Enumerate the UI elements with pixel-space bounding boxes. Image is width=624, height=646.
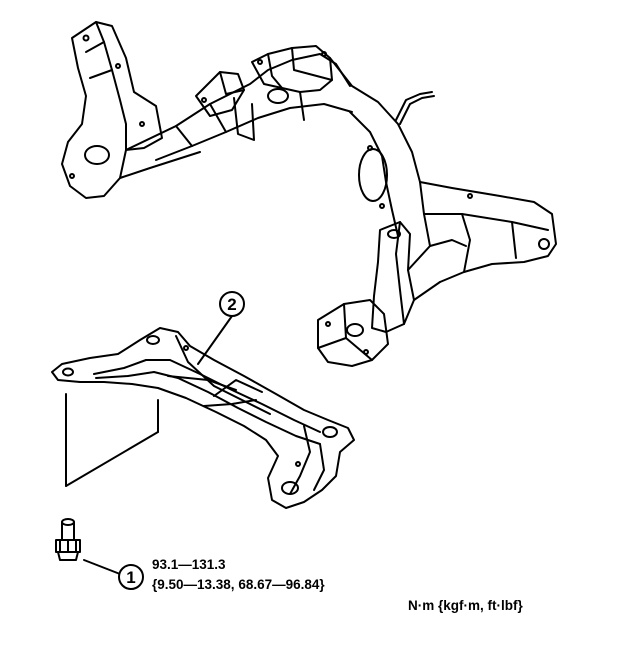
- leader-line-2: [197, 315, 233, 365]
- bolt-fastener: [55, 518, 81, 561]
- torque-spec-nm: 93.1—131.3: [152, 557, 226, 572]
- torque-units-label: N·m {kgf·m, ft·lbf}: [408, 598, 523, 613]
- front-subframe: [61, 21, 557, 367]
- callout-2-number: 2: [227, 295, 236, 314]
- lower-crossmember: [51, 327, 355, 509]
- leader-line-1: [83, 559, 121, 575]
- callout-2: 2: [219, 291, 245, 317]
- callout-1: 1: [118, 564, 144, 590]
- bolt-guide-lines: [65, 393, 159, 487]
- torque-spec-conversions: {9.50—13.38, 68.67—96.84}: [152, 577, 325, 592]
- callout-1-number: 1: [126, 568, 135, 587]
